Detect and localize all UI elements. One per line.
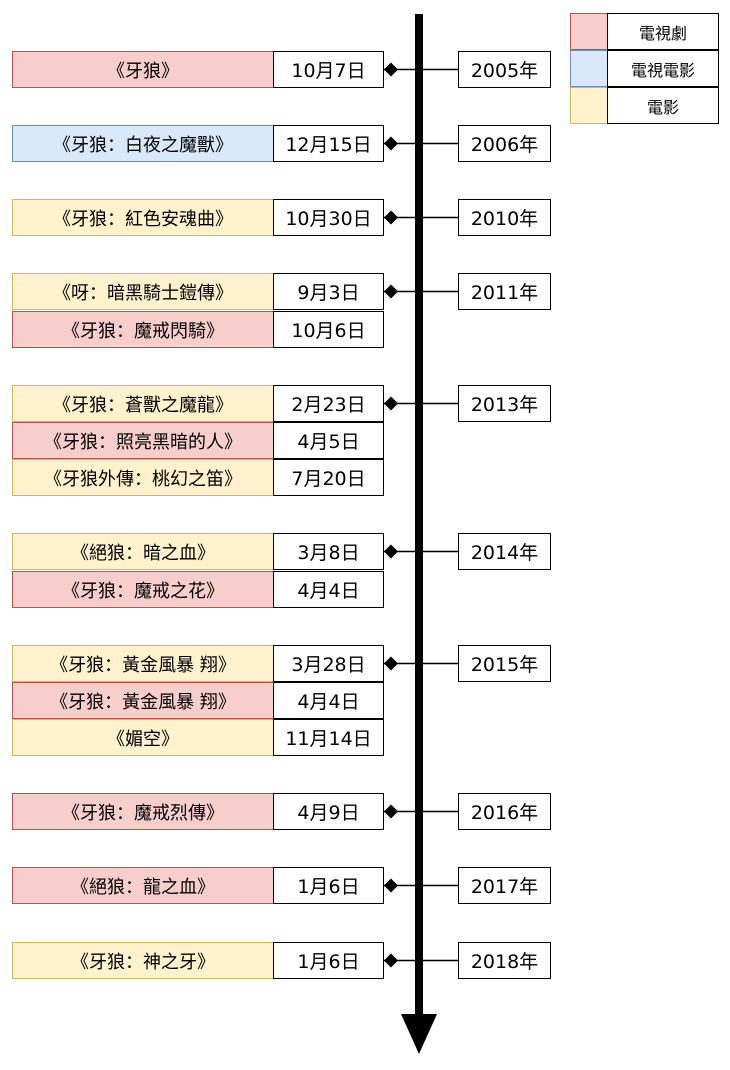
entry-title: 《牙狼：蒼獸之魔龍》 [12, 385, 274, 422]
legend-label-tvmovie: 電視電影 [607, 50, 719, 87]
entry-date: 4月4日 [273, 571, 384, 608]
legend-label-tv: 電視劇 [607, 13, 719, 50]
entry-date: 3月28日 [273, 645, 384, 682]
connector-diamond [384, 878, 398, 893]
entry-title: 《牙狼：魔戒烈傳》 [12, 793, 274, 830]
legend-swatch-movie [570, 87, 608, 124]
year-label: 2014年 [458, 533, 551, 570]
entry-title: 《牙狼外傳：桃幻之笛》 [12, 459, 274, 496]
entry-title: 《牙狼：魔戒之花》 [12, 571, 274, 608]
connector-diamond [384, 210, 398, 225]
entry-title: 《牙狼：照亮黑暗的人》 [12, 422, 274, 459]
connector-diamond [384, 136, 398, 151]
year-label: 2017年 [458, 867, 551, 904]
year-label: 2016年 [458, 793, 551, 830]
year-label: 2018年 [458, 942, 551, 979]
entry-title: 《絕狼：龍之血》 [12, 867, 274, 904]
entry-date: 10月7日 [273, 51, 384, 88]
entry-date: 12月15日 [273, 125, 384, 162]
year-label: 2013年 [458, 385, 551, 422]
entry-title: 《牙狼：魔戒閃騎》 [12, 311, 274, 348]
year-label: 2010年 [458, 199, 551, 236]
connector-diamond [384, 544, 398, 559]
entry-title: 《牙狼》 [12, 51, 274, 88]
connector-diamond [384, 284, 398, 299]
entry-date: 4月5日 [273, 422, 384, 459]
entry-date: 10月30日 [273, 199, 384, 236]
year-label: 2006年 [458, 125, 551, 162]
entry-title: 《牙狼：白夜之魔獸》 [12, 125, 274, 162]
connector-diamond [384, 62, 398, 77]
entry-date: 1月6日 [273, 867, 384, 904]
year-label: 2011年 [458, 273, 551, 310]
year-label: 2005年 [458, 51, 551, 88]
connector-diamond [384, 953, 398, 968]
entry-title: 《牙狼：黃金風暴 翔》 [12, 682, 274, 719]
entry-title: 《牙狼：黃金風暴 翔》 [12, 645, 274, 682]
connector-diamond [384, 396, 398, 411]
entry-title: 《絕狼：暗之血》 [12, 533, 274, 570]
entry-title: 《牙狼：神之牙》 [12, 942, 274, 979]
entry-date: 2月23日 [273, 385, 384, 422]
entry-title: 《牙狼：紅色安魂曲》 [12, 199, 274, 236]
entry-date: 10月6日 [273, 311, 384, 348]
legend-swatch-tv [570, 13, 608, 50]
entry-date: 4月9日 [273, 793, 384, 830]
entry-date: 4月4日 [273, 682, 384, 719]
entry-title: 《呀：暗黑騎士鎧傳》 [12, 273, 274, 310]
year-label: 2015年 [458, 645, 551, 682]
entry-date: 3月8日 [273, 533, 384, 570]
timeline-arrowhead [401, 1014, 437, 1054]
entry-date: 7月20日 [273, 459, 384, 496]
connector-diamond [384, 804, 398, 819]
entry-date: 11月14日 [273, 719, 384, 756]
entry-date: 1月6日 [273, 942, 384, 979]
legend-label-movie: 電影 [607, 87, 719, 124]
entry-title: 《媚空》 [12, 719, 274, 756]
legend-swatch-tvmovie [570, 50, 608, 87]
entry-date: 9月3日 [273, 273, 384, 310]
connector-diamond [384, 656, 398, 671]
